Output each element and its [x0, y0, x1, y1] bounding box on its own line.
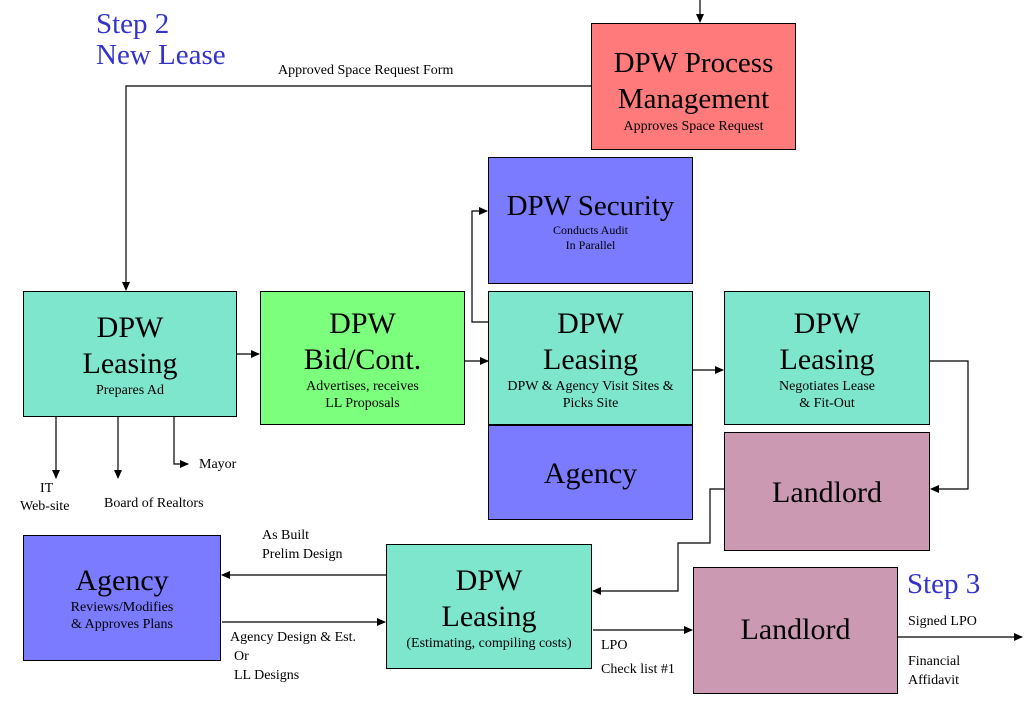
- arrow-negotiate-to-landlord: [930, 360, 969, 493]
- arrow-landlord-to-estimating: [592, 488, 724, 595]
- box-agency-mid: Agency: [488, 425, 693, 520]
- process-subtitle: Approves Space Request: [623, 119, 764, 134]
- security-title: DPW Security: [506, 190, 675, 222]
- box-dpw-leasing-ad: DPW Leasing Prepares Ad: [23, 291, 237, 417]
- label-as-built: As Built: [262, 528, 310, 543]
- bid-sub1: Advertises, receives: [306, 379, 419, 394]
- landlord-upper-title: Landlord: [772, 476, 882, 509]
- step2-line1: Step 2: [96, 8, 170, 40]
- arrow-to-security: [471, 207, 488, 323]
- landlord-lower-title: Landlord: [740, 613, 851, 646]
- leasing-ad-sub: Prepares Ad: [95, 383, 165, 398]
- label-affidavit: Affidavit: [908, 673, 960, 688]
- step3-heading: Step 3: [907, 568, 981, 600]
- label-financial: Financial: [908, 654, 961, 669]
- step2-line2: New Lease: [96, 39, 226, 71]
- negotiate-sub2: & Fit-Out: [799, 396, 855, 411]
- step2-heading: Step 2 New Lease: [96, 9, 226, 71]
- label-checklist: Check list #1: [601, 662, 675, 677]
- leasing-ad-line2: Leasing: [82, 347, 178, 380]
- process-title-line2: Management: [617, 83, 770, 115]
- label-lpo: LPO: [601, 638, 628, 653]
- sites-line2: Leasing: [543, 343, 638, 376]
- label-prelim-design: Prelim Design: [262, 547, 343, 562]
- estimating-line1: DPW: [455, 564, 523, 597]
- arrow-to-mayor: [173, 417, 189, 468]
- box-landlord-upper: Landlord: [724, 432, 930, 551]
- box-dpw-leasing-negotiate: DPW Leasing Negotiates Lease & Fit-Out: [724, 291, 930, 425]
- bid-sub2: LL Proposals: [325, 396, 400, 411]
- agency-plans-title: Agency: [75, 564, 169, 597]
- box-dpw-bid-cont: DPW Bid/Cont. Advertises, receives LL Pr…: [260, 291, 465, 425]
- agency-plans-sub2: & Approves Plans: [71, 617, 173, 632]
- negotiate-line2: Leasing: [779, 343, 875, 376]
- label-it: IT: [40, 481, 54, 496]
- sites-sub2: Picks Site: [562, 396, 619, 411]
- label-or: Or: [234, 649, 249, 664]
- bid-line1: DPW: [329, 307, 396, 340]
- label-board-realtors: Board of Realtors: [104, 496, 204, 511]
- agency-mid-title: Agency: [543, 457, 638, 490]
- estimating-sub: (Estimating, compiling costs): [406, 636, 572, 651]
- security-sub2: In Parallel: [565, 238, 616, 252]
- agency-plans-sub1: Reviews/Modifies: [70, 600, 174, 615]
- sites-sub1: DPW & Agency Visit Sites &: [507, 379, 674, 394]
- label-signed-lpo: Signed LPO: [908, 614, 977, 629]
- label-approved-form: Approved Space Request Form: [278, 63, 454, 78]
- arrow-approved-form: [122, 85, 592, 291]
- box-dpw-leasing-sites: DPW Leasing DPW & Agency Visit Sites & P…: [488, 291, 693, 425]
- bid-line2: Bid/Cont.: [303, 343, 422, 376]
- negotiate-line1: DPW: [793, 307, 861, 340]
- label-mayor: Mayor: [199, 457, 237, 472]
- process-title-line1: DPW Process: [613, 47, 774, 79]
- box-dpw-security: DPW Security Conducts Audit In Parallel: [488, 157, 693, 284]
- box-dpw-leasing-estimating: DPW Leasing (Estimating, compiling costs…: [386, 544, 592, 669]
- leasing-ad-line1: DPW: [96, 311, 164, 344]
- label-website: Web-site: [20, 499, 70, 514]
- label-ll-designs: LL Designs: [234, 668, 300, 683]
- box-landlord-lower: Landlord: [693, 567, 898, 694]
- label-agency-design: Agency Design & Est.: [230, 630, 356, 645]
- security-sub1: Conducts Audit: [552, 223, 628, 237]
- estimating-line2: Leasing: [441, 600, 537, 633]
- box-agency-plans: Agency Reviews/Modifies & Approves Plans: [23, 535, 221, 661]
- box-process-management: DPW Process Management Approves Space Re…: [591, 23, 796, 150]
- negotiate-sub1: Negotiates Lease: [778, 379, 875, 394]
- sites-line1: DPW: [557, 307, 624, 340]
